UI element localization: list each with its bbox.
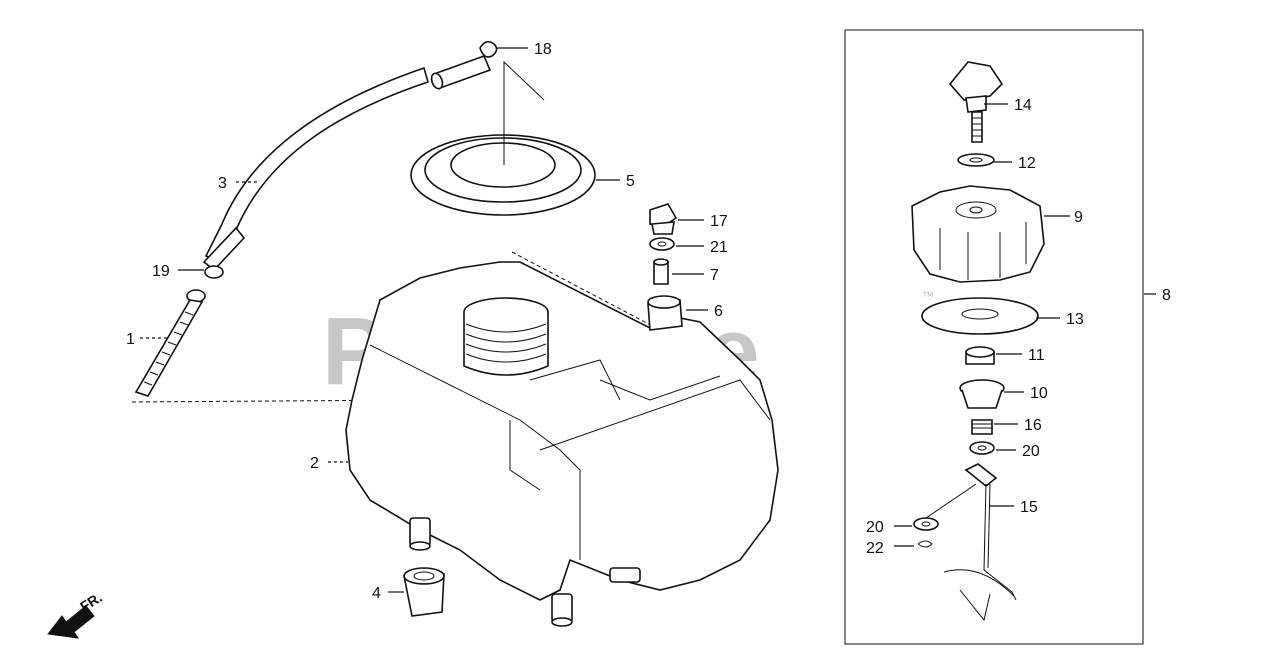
callout-20-lower: 20 — [866, 519, 884, 536]
part-14-wing-bolt[interactable] — [948, 61, 1004, 143]
part-1-strainer[interactable] — [134, 289, 206, 397]
arrow-left-down-icon — [47, 605, 95, 639]
callout-11: 11 — [1028, 347, 1045, 364]
cap-assembly-frame — [844, 29, 1144, 645]
part-16-spring[interactable] — [971, 419, 993, 435]
callout-12: 12 — [1018, 155, 1036, 172]
part-6-cushion[interactable] — [647, 295, 683, 331]
callout-17: 17 — [710, 213, 728, 230]
part-12-nut[interactable] — [957, 153, 995, 167]
part-13-gasket[interactable] — [921, 297, 1039, 335]
callout-15: 15 — [1020, 499, 1038, 516]
part-19-clip[interactable] — [204, 265, 224, 279]
part-7-collar[interactable] — [653, 258, 669, 285]
callout-18: 18 — [534, 41, 552, 58]
callout-9: 9 — [1074, 209, 1083, 226]
callout-5: 5 — [626, 173, 635, 190]
callout-10: 10 — [1030, 385, 1048, 402]
callout-21: 21 — [710, 239, 728, 256]
callout-6: 6 — [714, 303, 723, 320]
callout-16: 16 — [1024, 417, 1042, 434]
callout-20-upper: 20 — [1022, 443, 1040, 460]
part-18-clip[interactable] — [479, 40, 528, 58]
callout-13: 13 — [1066, 311, 1084, 328]
callout-19: 19 — [152, 263, 170, 280]
callout-2: 2 — [310, 455, 319, 472]
callout-7: 7 — [710, 267, 719, 284]
part-4-grommet[interactable] — [403, 567, 445, 617]
part-10-cup[interactable] — [959, 379, 1005, 409]
part-21-washer[interactable] — [649, 237, 675, 251]
part-20-washer-upper[interactable] — [969, 441, 995, 455]
callout-4: 4 — [372, 585, 381, 602]
callout-22: 22 — [866, 540, 884, 557]
part-5-filter-plate[interactable] — [410, 134, 596, 216]
part-2-fuel-tank[interactable] — [345, 261, 779, 627]
callout-3: 3 — [218, 175, 227, 192]
part-3-fuel-hose[interactable] — [202, 66, 429, 272]
part-11-bushing[interactable] — [965, 346, 995, 365]
part-short-hose — [430, 54, 492, 90]
watermark-trademark: ™ — [922, 289, 934, 303]
part-15-fuel-gauge[interactable] — [943, 463, 1017, 601]
part-17-cap-nut[interactable] — [649, 203, 678, 235]
part-22-clip[interactable] — [917, 540, 933, 548]
part-20-washer-lower[interactable] — [913, 517, 939, 531]
callout-14: 14 — [1014, 97, 1032, 114]
callout-8: 8 — [1162, 287, 1171, 304]
callout-1: 1 — [126, 331, 135, 348]
part-9-fuel-cap[interactable] — [911, 185, 1045, 283]
